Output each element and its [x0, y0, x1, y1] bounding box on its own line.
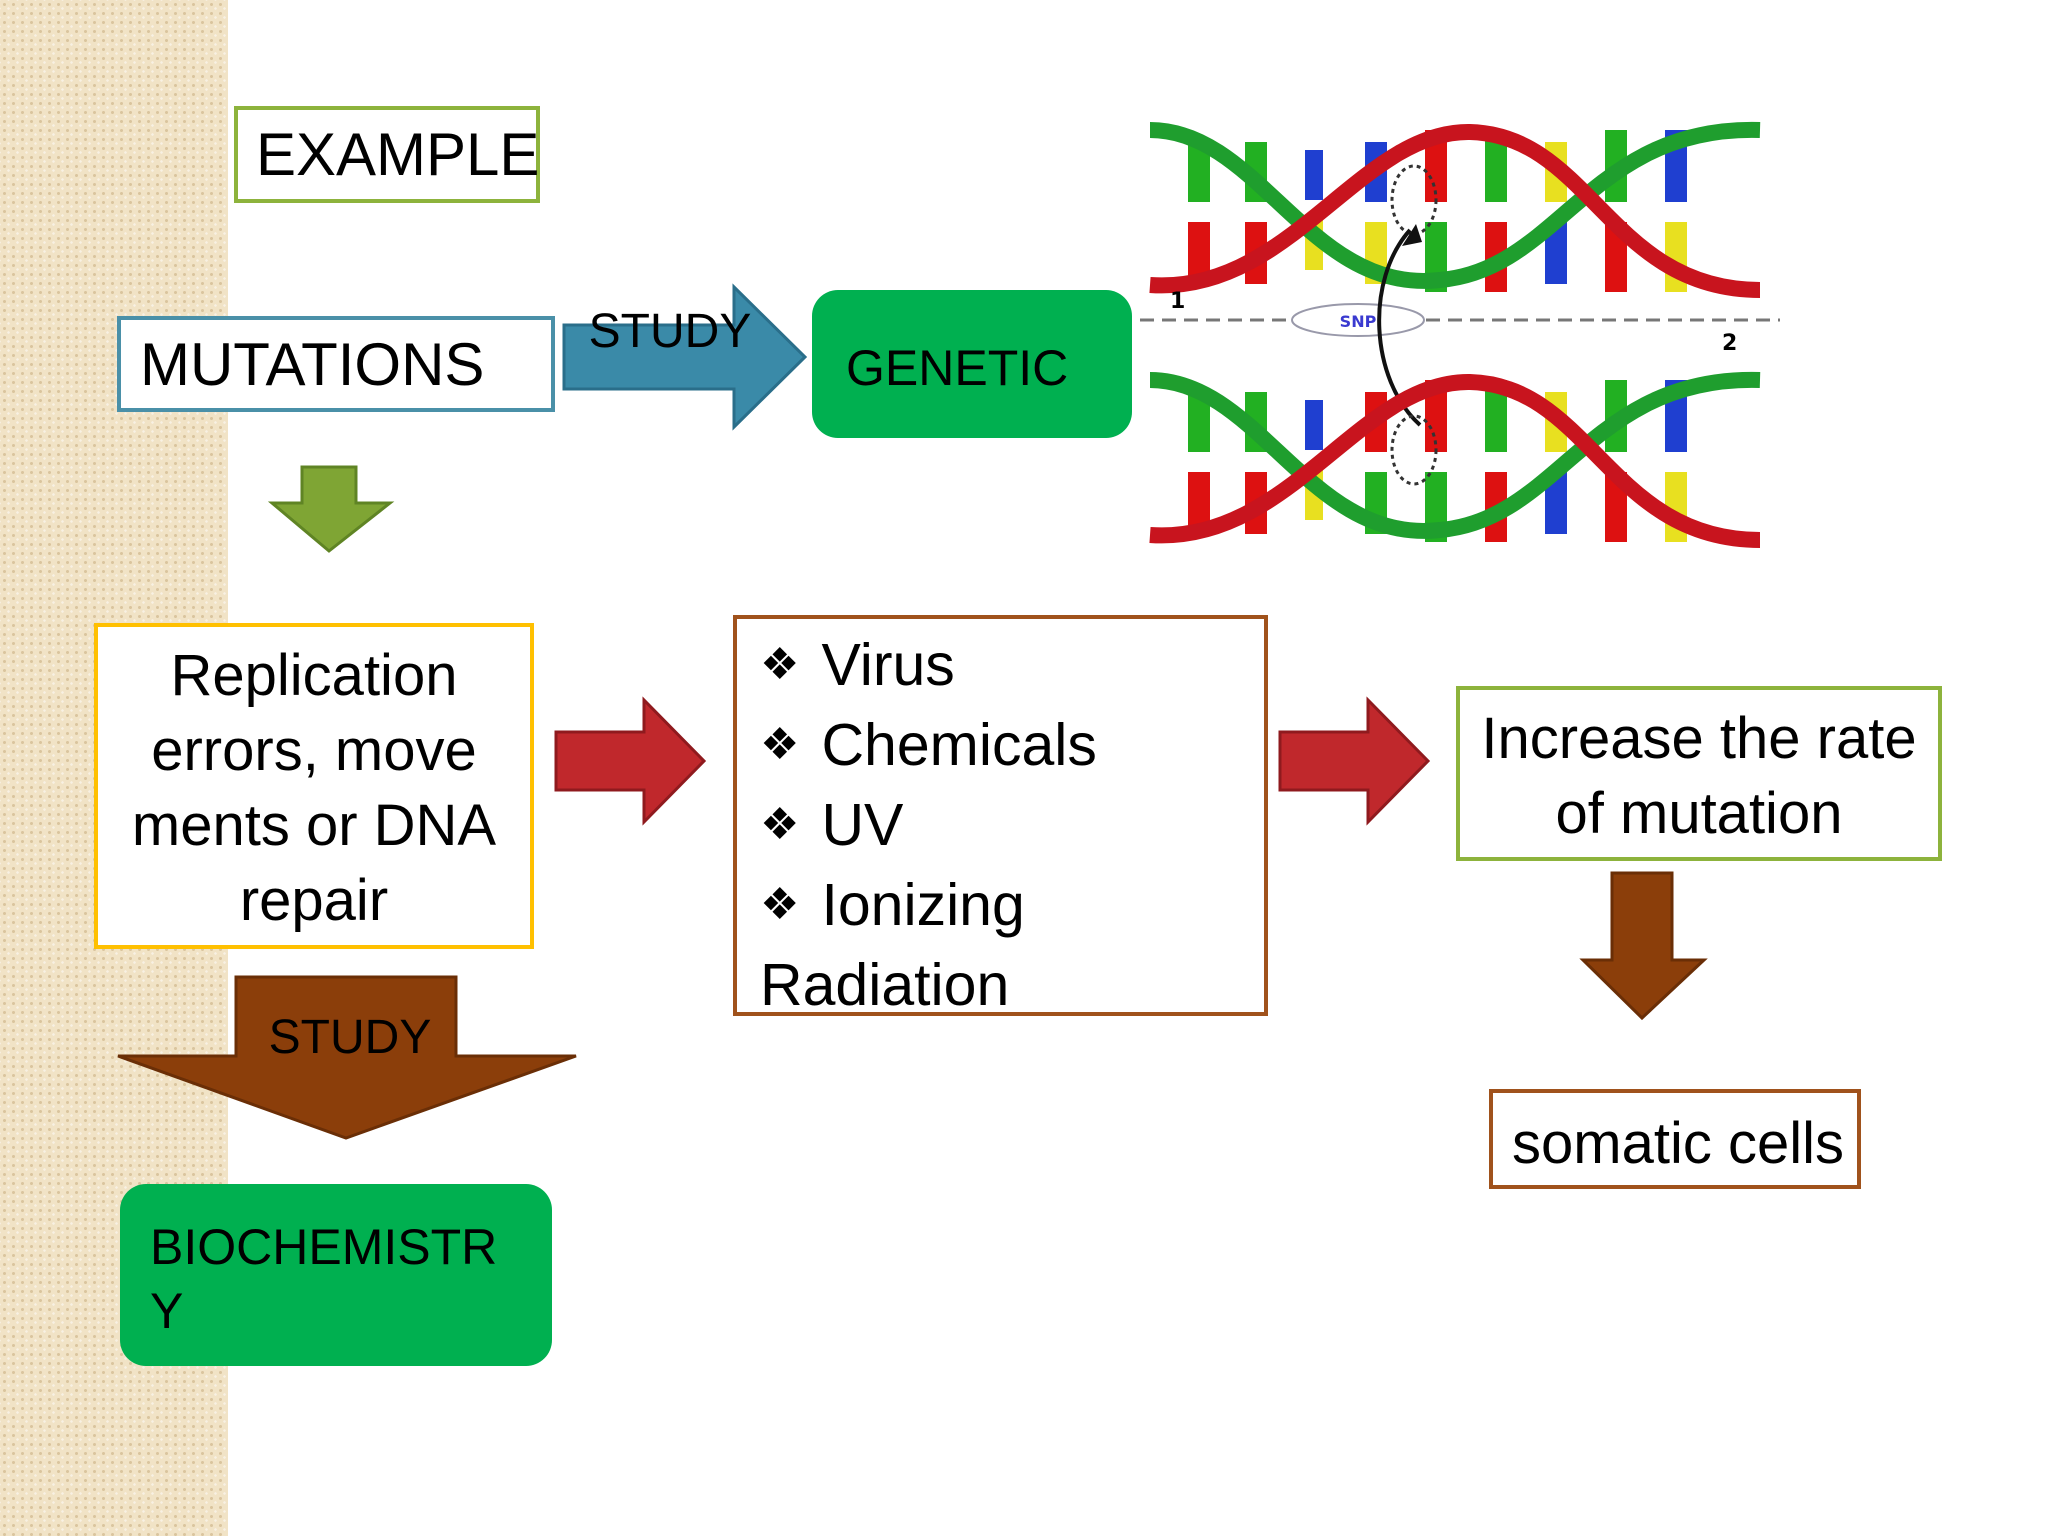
arrow-right-icon	[554, 696, 707, 826]
increase-label: Increase the rate of mutation	[1481, 706, 1917, 846]
strand-1-label: 1	[1170, 289, 1185, 314]
replication-label: Replication errors, move ments or DNA re…	[131, 643, 497, 933]
arrow-down-icon	[267, 465, 395, 553]
bullet-icon: ❖	[760, 720, 800, 769]
increase-box	[1456, 686, 1942, 861]
cause-item: ❖UV	[760, 792, 904, 858]
mutations-label: MUTATIONS	[140, 331, 485, 398]
somatic-label: somatic cells	[1512, 1111, 1844, 1176]
arrow-right-icon	[1278, 696, 1431, 826]
biochemistry-box	[120, 1184, 552, 1366]
bullet-icon: ❖	[760, 640, 800, 689]
cause-item: ❖Virus	[760, 632, 955, 698]
study-arrow-label: STUDY	[588, 305, 752, 358]
strand-2-label: 2	[1722, 331, 1737, 356]
example-box	[234, 106, 540, 203]
genetic-label: GENETIC	[846, 340, 1069, 396]
biochemistry-label: BIOCHEMISTRY	[150, 1219, 498, 1339]
snp-label: SNP	[1340, 312, 1377, 331]
arrow-down-icon	[1579, 871, 1708, 1021]
study-arrow-down-icon	[117, 975, 577, 1140]
example-label: EXAMPLE	[256, 121, 540, 188]
cause-item: ❖Chemicals	[760, 712, 1097, 778]
genetic-box	[812, 290, 1132, 438]
study-arrow-right-icon	[562, 283, 808, 431]
replication-box	[94, 623, 534, 949]
bullet-icon: ❖	[760, 880, 800, 929]
dna-helix-icon: 1 2 SNP	[1140, 121, 1780, 548]
causes-box	[733, 615, 1268, 1016]
cause-item: ❖Ionizing Radiation	[760, 872, 1025, 1018]
mutations-box	[117, 316, 555, 412]
study-arrow-label: STUDY	[268, 1011, 432, 1064]
somatic-box	[1489, 1089, 1861, 1189]
bullet-icon: ❖	[760, 800, 800, 849]
causes-list: ❖Virus ❖Chemicals ❖UV ❖Ionizing Radiatio…	[760, 628, 1200, 1023]
